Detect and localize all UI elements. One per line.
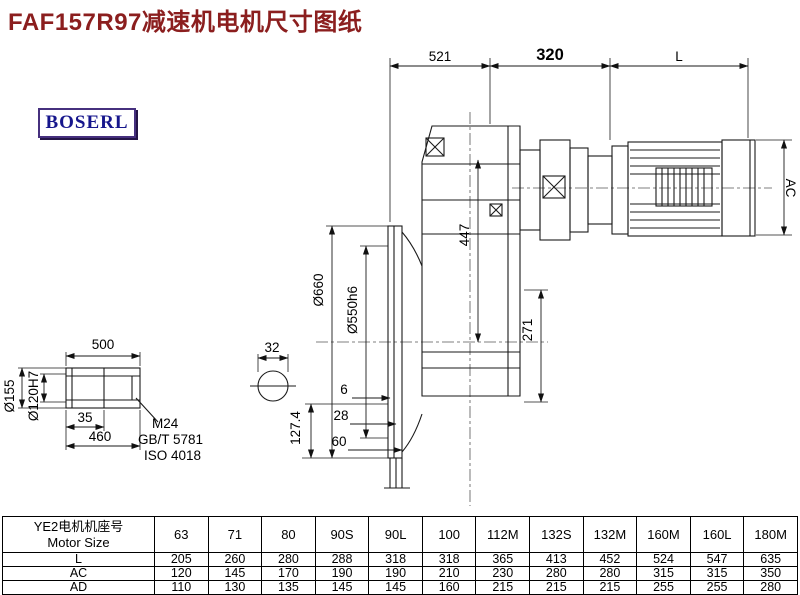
motor-size-column-header: 100 <box>421 516 477 553</box>
shaft-detail <box>65 367 159 423</box>
table-cell: 145 <box>314 580 370 595</box>
table-cell: 547 <box>689 552 745 567</box>
table-cell: 318 <box>368 552 423 567</box>
table-cell: 120 <box>154 566 209 581</box>
technical-drawing: 521 320 L AC 447 271 Ø660 Ø550h6 500 32 … <box>2 46 798 506</box>
extension-lines <box>18 58 792 459</box>
table-cell: 215 <box>582 580 638 595</box>
table-cell: 160 <box>421 580 477 595</box>
dimension-lines <box>18 62 788 459</box>
motor-size-column-header: 80 <box>261 516 316 553</box>
table-cell: 365 <box>475 552 531 567</box>
dim-spigot-label: Ø550h6 <box>345 286 360 334</box>
table-cell: 318 <box>421 552 477 567</box>
dim-L-label: L <box>675 49 683 64</box>
thread-callout-label: M24 <box>152 416 179 431</box>
dim-127-label: 127.4 <box>288 411 303 445</box>
shaft-section-view <box>250 370 296 402</box>
motor-size-column-header: 132M <box>582 516 638 553</box>
dim-500-label: 500 <box>92 337 115 352</box>
table-cell: 280 <box>261 552 316 567</box>
dim-271-label: 271 <box>520 319 535 342</box>
table-cell: 255 <box>636 580 691 595</box>
dim-320-label: 320 <box>536 46 564 64</box>
motor <box>611 139 756 237</box>
table-cell: 350 <box>743 566 798 581</box>
table-cell: 280 <box>582 566 638 581</box>
table-cell: 130 <box>207 580 263 595</box>
dim-bore-label: Ø120H7 <box>26 371 41 421</box>
output-flange <box>384 225 423 489</box>
page-title: FAF157R97减速机电机尺寸图纸 <box>8 9 363 36</box>
row-label: L <box>2 552 155 567</box>
dim-60-label: 60 <box>331 434 346 449</box>
motor-size-column-header: 160M <box>636 516 691 553</box>
standard-iso-label: ISO 4018 <box>144 448 201 463</box>
dim-460-label: 460 <box>89 429 112 444</box>
gearbox-body <box>421 125 521 397</box>
table-cell: 288 <box>314 552 370 567</box>
table-cell: 452 <box>582 552 638 567</box>
table-cell: 190 <box>314 566 370 581</box>
table-cell: 215 <box>529 580 584 595</box>
table-cell: 205 <box>154 552 209 567</box>
motor-size-column-header: 90L <box>368 516 423 553</box>
dim-shaft-od-label: Ø155 <box>2 379 17 412</box>
dim-521-label: 521 <box>429 49 452 64</box>
table-cell: 110 <box>154 580 209 595</box>
motor-size-column-header: 180M <box>743 516 798 553</box>
dim-35-label: 35 <box>77 410 92 425</box>
table-cell: 315 <box>636 566 691 581</box>
table-cell: 170 <box>261 566 316 581</box>
table-cell: 215 <box>475 580 531 595</box>
table-cell: 413 <box>529 552 584 567</box>
table-cell: 230 <box>475 566 531 581</box>
boserl-logo: BOSERL <box>38 108 136 138</box>
motor-size-column-header: 63 <box>154 516 209 553</box>
table-cell: 280 <box>743 580 798 595</box>
motor-size-column-header: 71 <box>207 516 263 553</box>
motor-size-column-header: 112M <box>475 516 531 553</box>
dim-flange-od-label: Ø660 <box>311 273 326 306</box>
dim-32-label: 32 <box>264 340 279 355</box>
motor-size-column-header: 132S <box>529 516 584 553</box>
table-cell: 145 <box>207 566 263 581</box>
table-cell: 190 <box>368 566 423 581</box>
table-cell: 635 <box>743 552 798 567</box>
table-cell: 524 <box>636 552 691 567</box>
table-cell: 255 <box>689 580 745 595</box>
dim-6-label: 6 <box>340 382 348 397</box>
table-cell: 315 <box>689 566 745 581</box>
table-cell: 210 <box>421 566 477 581</box>
standard-gbt-label: GB/T 5781 <box>138 432 203 447</box>
motor-size-column-header: 90S <box>314 516 370 553</box>
dim-AC-label: AC <box>783 179 798 198</box>
motor-size-column-header: 160L <box>689 516 745 553</box>
row-label: AD <box>2 580 155 595</box>
table-cell: 280 <box>529 566 584 581</box>
row-label: AC <box>2 566 155 581</box>
table-cell: 135 <box>261 580 316 595</box>
logo-text: BOSERL <box>45 112 129 133</box>
coupling-housing <box>519 139 613 241</box>
dim-447-label: 447 <box>457 224 472 247</box>
table-cell: 260 <box>207 552 263 567</box>
dim-28-label: 28 <box>333 408 348 423</box>
table-cell: 145 <box>368 580 423 595</box>
